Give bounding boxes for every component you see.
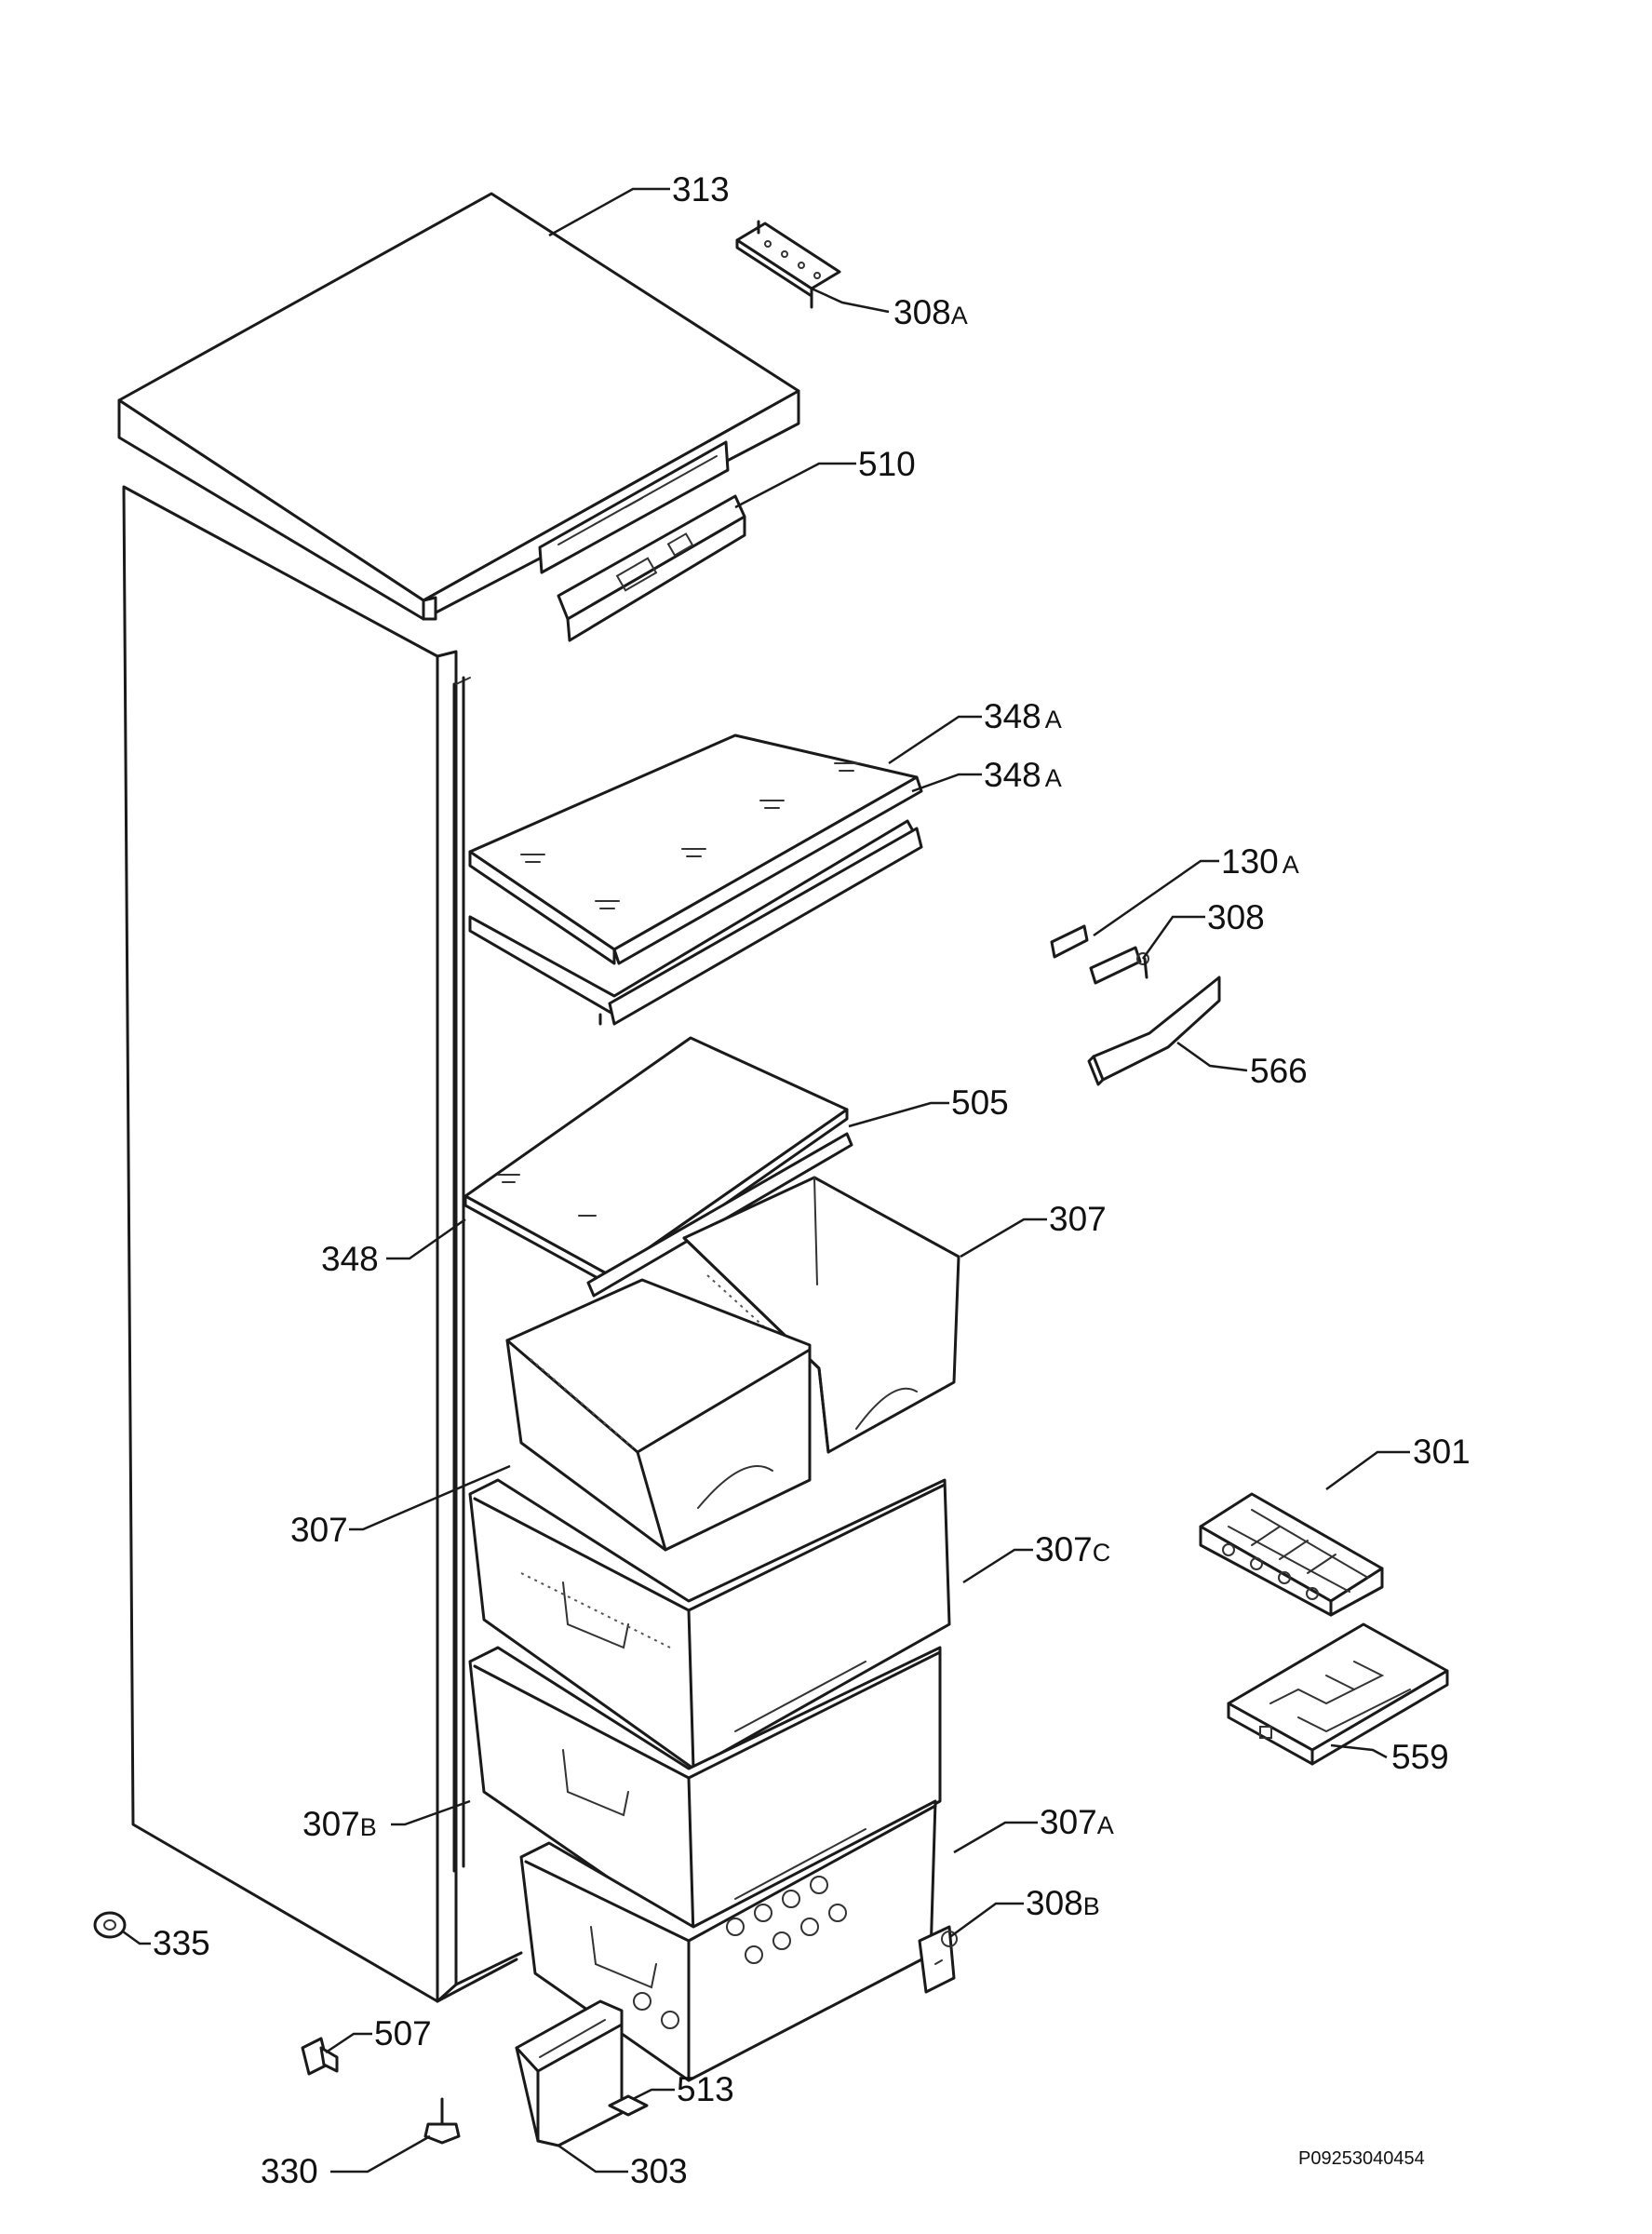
- shelf-trim-505: [586, 1132, 853, 1298]
- label-308b: 308B: [1026, 1884, 1100, 1922]
- label-330: 330: [261, 2152, 318, 2190]
- ice-tray-301: [1199, 1492, 1384, 1617]
- cabinet-body: [122, 485, 523, 2003]
- adjustable-foot-330: [423, 2097, 461, 2145]
- label-301: 301: [1413, 1433, 1471, 1471]
- label-510: 510: [858, 445, 916, 483]
- glass-shelf-upper: [468, 733, 923, 965]
- freezer-drawer-307a: [519, 1799, 937, 2082]
- top-cover: [117, 192, 800, 621]
- freezer-drawer-307c: [468, 1478, 951, 1770]
- upper-drawer-left: [505, 1278, 812, 1552]
- foot-335: [93, 1911, 127, 1939]
- label-505: 505: [951, 1083, 1009, 1122]
- ice-scraper-566: [1087, 976, 1221, 1086]
- label-307a: 307A: [1040, 1803, 1114, 1841]
- document-code: P09253040454: [1298, 2148, 1425, 2169]
- label-559: 559: [1391, 1738, 1449, 1776]
- label-308a-top: 308A: [893, 293, 968, 331]
- label-513: 513: [677, 2070, 734, 2108]
- hinge-308b: [918, 1925, 958, 1994]
- label-307-right: 307: [1049, 1200, 1107, 1238]
- leader-lines: [122, 187, 1410, 2173]
- label-335: 335: [153, 1924, 210, 1962]
- clip-513: [608, 2094, 649, 2117]
- label-307-left: 307: [290, 1511, 348, 1549]
- label-307b: 307B: [302, 1805, 377, 1843]
- label-303: 303: [630, 2152, 688, 2190]
- label-308: 308: [1207, 898, 1265, 936]
- hinge-cover-130a: [1050, 924, 1089, 959]
- glass-shelf-lower: [468, 819, 923, 1026]
- upper-drawer-right: [682, 1176, 960, 1454]
- middle-hinge-308: [1089, 946, 1149, 985]
- cold-accumulator-559: [1227, 1622, 1449, 1766]
- label-566: 566: [1250, 1052, 1308, 1090]
- label-307c: 307C: [1035, 1530, 1110, 1568]
- label-507: 507: [374, 2014, 432, 2052]
- label-348: 348: [321, 1240, 379, 1278]
- control-panel: [557, 494, 746, 642]
- top-hinge: [735, 220, 841, 309]
- clip-507: [301, 2037, 339, 2076]
- label-313: 313: [672, 170, 730, 209]
- plinth-303: [515, 1999, 624, 2147]
